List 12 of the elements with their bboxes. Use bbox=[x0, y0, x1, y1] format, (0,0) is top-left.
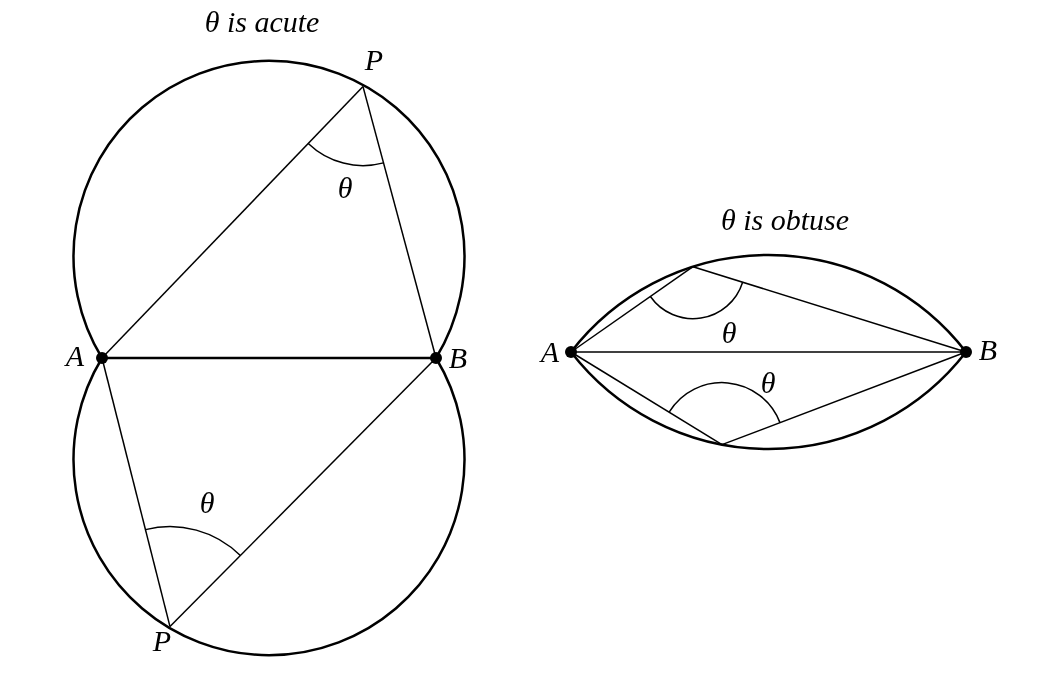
point-label: B bbox=[978, 334, 998, 366]
point-label: A bbox=[540, 336, 560, 368]
panel-heading: θ is acute bbox=[204, 6, 320, 38]
angle-label: θ bbox=[760, 367, 776, 399]
point-label: P bbox=[152, 625, 172, 657]
point-label: A bbox=[65, 340, 85, 372]
angle-label: θ bbox=[721, 317, 737, 349]
angle-label: θ bbox=[337, 172, 353, 204]
angle-label: θ bbox=[199, 487, 215, 519]
panel-heading: θ is obtuse bbox=[720, 204, 850, 236]
point-label: P bbox=[364, 44, 384, 76]
point-label: B bbox=[448, 342, 468, 374]
